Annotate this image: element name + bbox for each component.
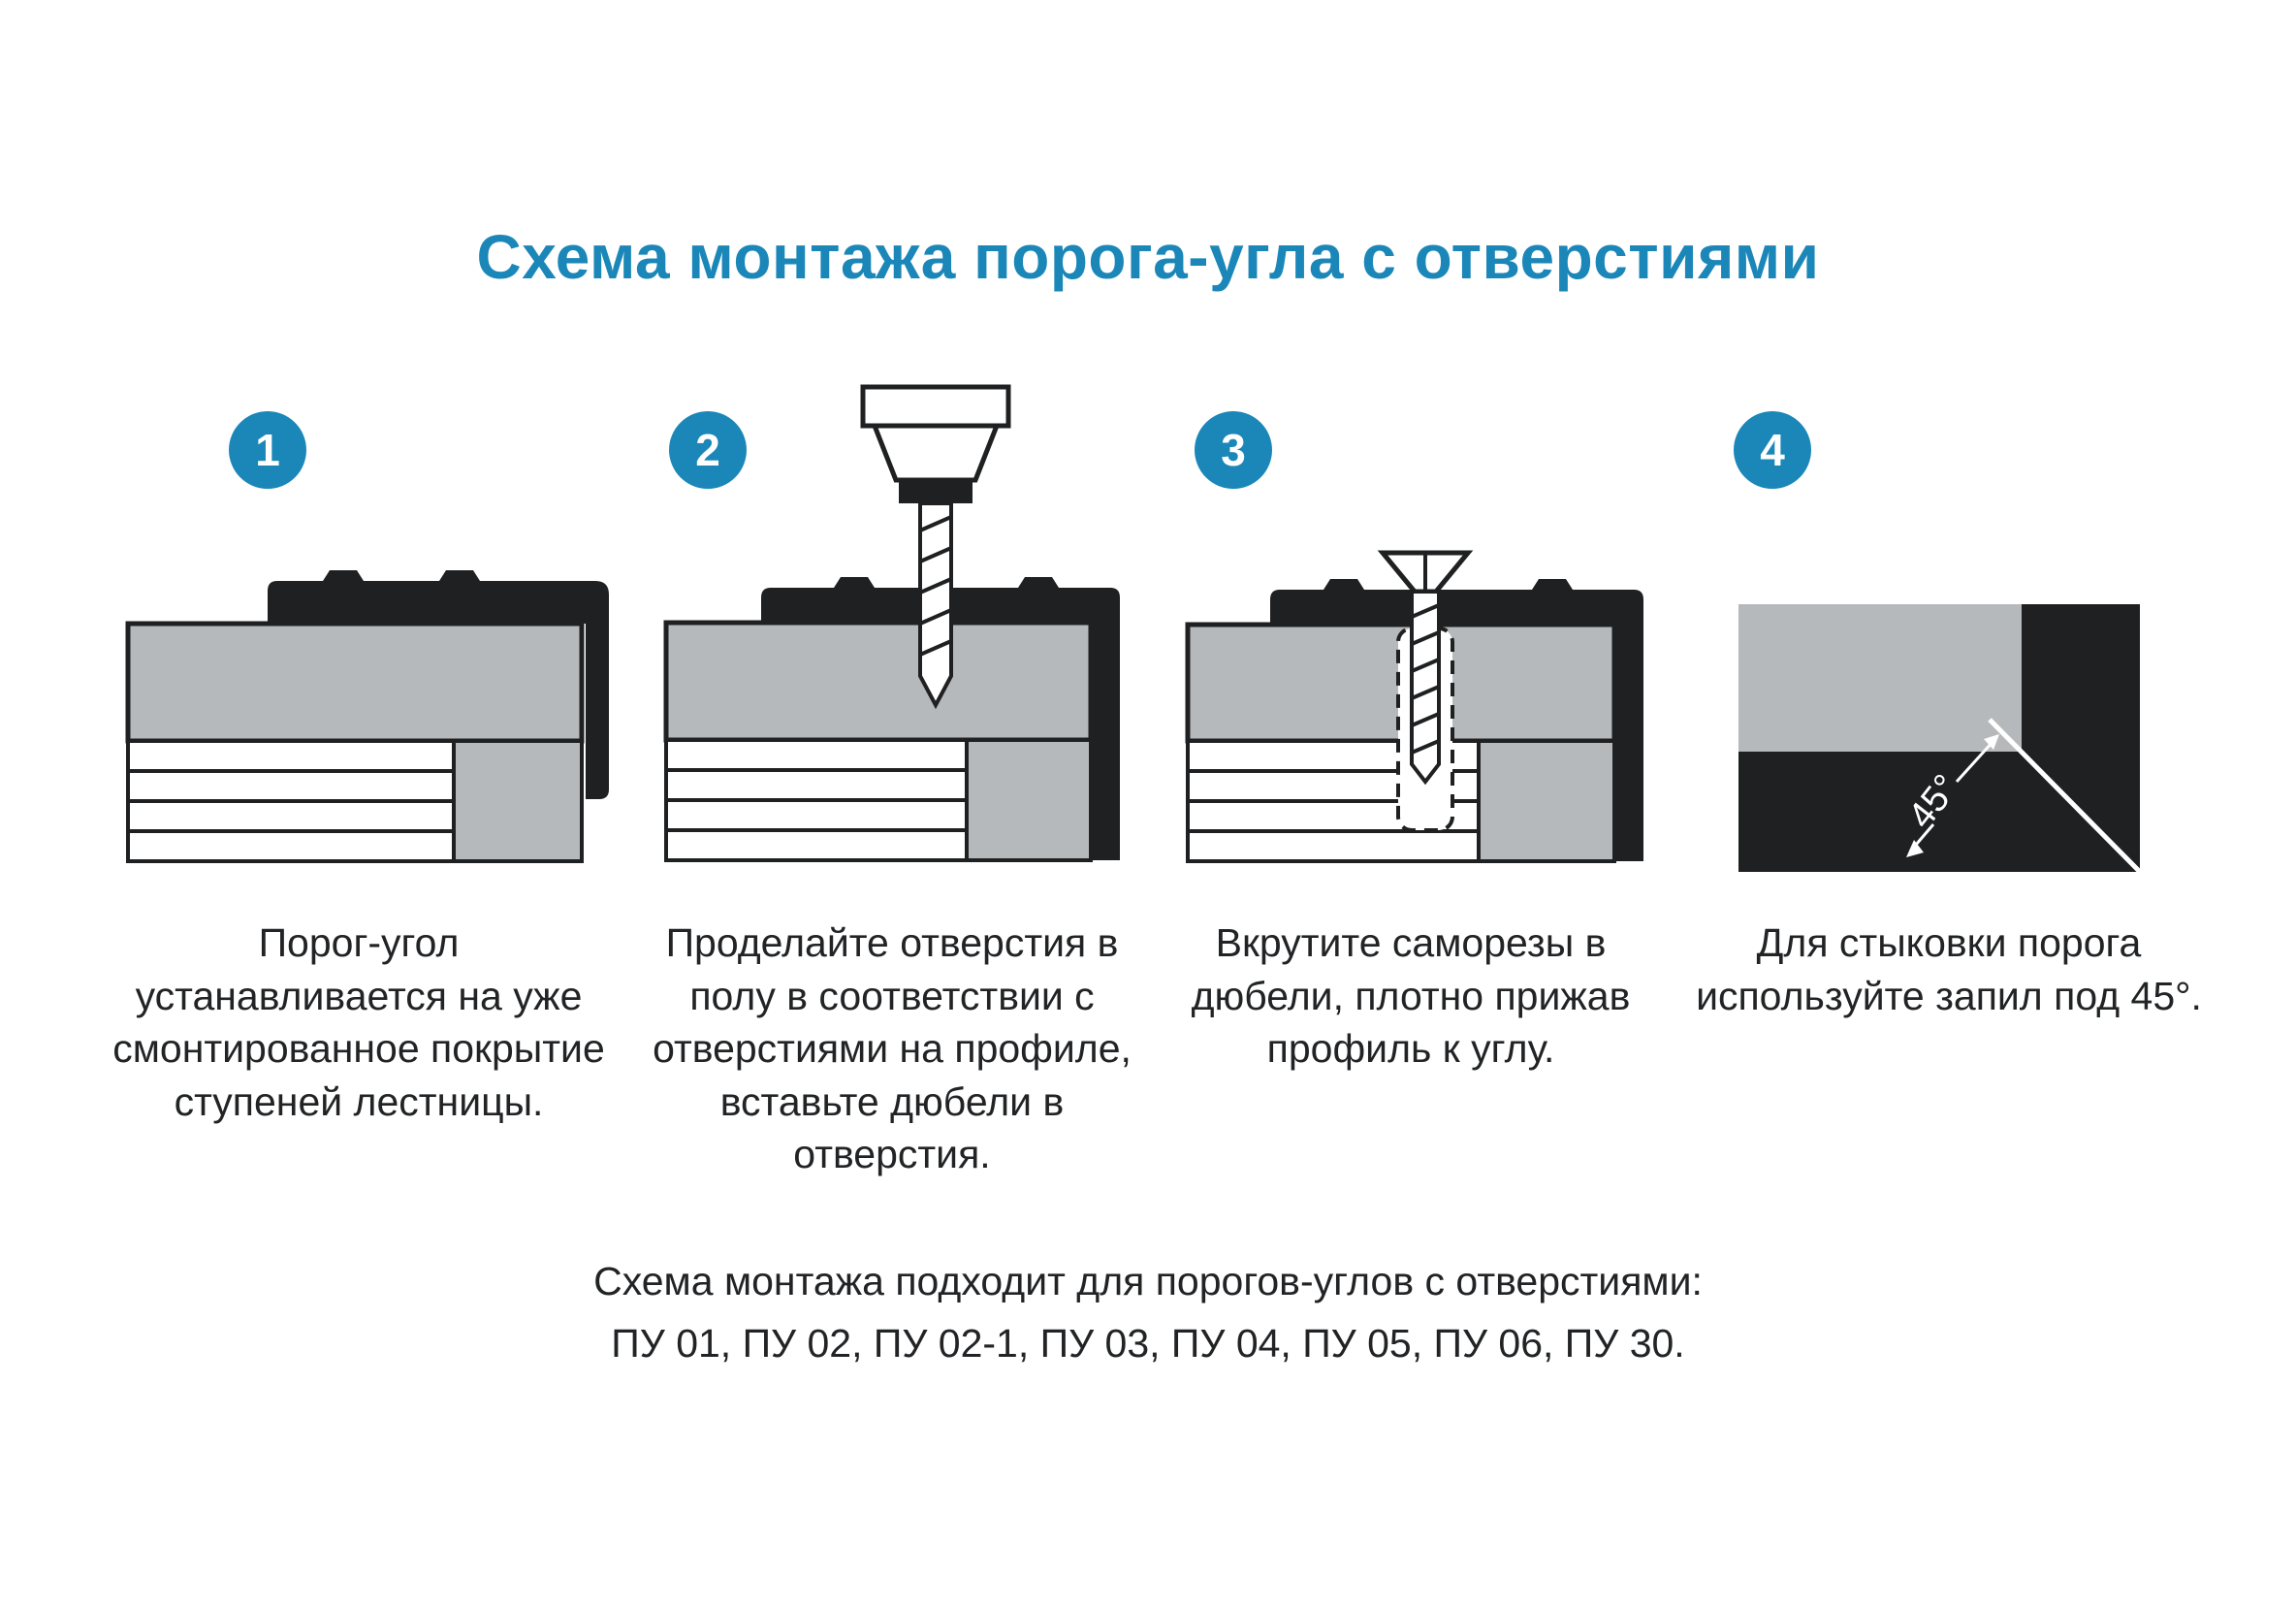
miter-cut-line xyxy=(1988,718,2142,874)
illustration-drilling-holes xyxy=(663,384,1120,862)
step-riser-block xyxy=(965,738,1093,862)
screw-icon xyxy=(1377,550,1474,786)
corner-profile-icon xyxy=(1270,579,1643,861)
arrowhead-icon xyxy=(1906,840,1924,857)
corner-profile-icon xyxy=(268,570,609,799)
plank-layer xyxy=(664,828,969,862)
footer-note-line1: Схема монтажа подходит для порогов-углов… xyxy=(593,1259,1703,1303)
plank-layer xyxy=(126,829,456,863)
step-tread-slab xyxy=(663,620,1094,743)
illustration-screwing-into-dowel xyxy=(1185,550,1643,863)
profile-gray-area xyxy=(1738,604,2022,752)
drill-bit xyxy=(918,501,953,710)
step-4-number-badge: 4 xyxy=(1734,411,1811,489)
step-1-number: 1 xyxy=(255,425,280,475)
illustration-miter-45: 45° xyxy=(1738,604,2142,874)
plank-layer xyxy=(126,769,456,803)
step-2-number-badge: 2 xyxy=(669,411,747,489)
step-1-caption: Порог-угол устанавливается на уже смонти… xyxy=(112,920,605,1124)
step-3-number: 3 xyxy=(1221,425,1246,475)
plank-layer xyxy=(126,739,456,773)
page-title: Схема монтажа порога-угла с отверстиями xyxy=(476,222,1820,292)
drill-chuck-taper xyxy=(871,423,1001,483)
step-2-number: 2 xyxy=(695,425,720,475)
drill-bit-flute xyxy=(919,546,952,563)
drill-bit-flute xyxy=(919,515,952,532)
drill-collar xyxy=(899,480,973,503)
stair-step-cross-section xyxy=(663,620,1094,862)
plank-layer xyxy=(126,799,456,833)
plank-layer xyxy=(664,798,969,832)
step-2-caption: Проделайте отверстия в полу в соответств… xyxy=(653,920,1132,1177)
step-3-caption: Вкрутите саморезы в дюбели, плотно прижа… xyxy=(1191,920,1631,1072)
step-tread-slab xyxy=(125,621,585,744)
step-3-number-badge: 3 xyxy=(1195,411,1272,489)
drill-bit-flute xyxy=(919,577,952,595)
footer-note-line2: ПУ 01, ПУ 02, ПУ 02-1, ПУ 03, ПУ 04, ПУ … xyxy=(611,1320,1685,1366)
footer-note: Схема монтажа подходит для порогов-углов… xyxy=(0,1251,2296,1374)
step-4-number: 4 xyxy=(1760,425,1785,475)
corner-profile-icon xyxy=(761,577,1120,860)
plank-layer xyxy=(664,738,969,772)
drill-bit-flute xyxy=(919,639,952,657)
plank-layer xyxy=(1186,829,1481,863)
illustration-corner-profile-on-step xyxy=(125,570,609,863)
screw-thread xyxy=(1411,603,1440,619)
screw-thread xyxy=(1411,685,1440,700)
step-1-number-badge: 1 xyxy=(229,411,306,489)
angle-leader-line xyxy=(1955,739,1995,784)
stair-step-cross-section xyxy=(125,621,585,863)
screw-thread xyxy=(1411,739,1440,755)
step-4-caption: Для стыковки порога используйте запил по… xyxy=(1696,920,2202,1018)
drill-bit-flute xyxy=(919,608,952,626)
screw-thread xyxy=(1411,658,1440,673)
screw-thread xyxy=(1411,630,1440,646)
step-riser-block xyxy=(1477,739,1616,863)
drill-icon xyxy=(860,384,1011,710)
screw-thread xyxy=(1411,712,1440,727)
drill-chuck-top xyxy=(860,384,1011,429)
plank-layer xyxy=(664,768,969,802)
arrowhead-icon xyxy=(1984,734,1999,750)
step-riser-block xyxy=(452,739,584,863)
